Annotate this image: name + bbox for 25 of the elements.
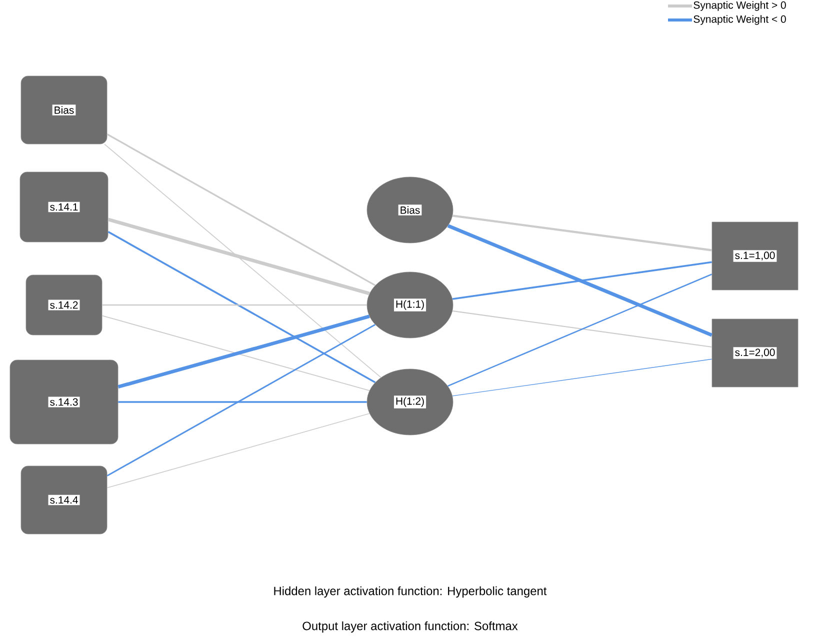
synapse-line [104,144,382,378]
output-neuron-box: s.1=2,00 [712,318,798,388]
output-neuron-box: s.1=1,00 [712,222,798,290]
synapse-line [452,358,712,396]
caption-text: Hidden layer activation function: Hyperbolic tangent [274,586,547,598]
caption-text: Output layer activation function: Softmax [302,621,518,633]
input-neuron-box: s.14.2 [26,274,102,336]
synapse-line [452,261,712,300]
synapse-line [448,274,712,387]
synapse-line [102,304,367,306]
synapse-line [118,401,367,403]
legend-text: Synaptic Weight < 0 [694,15,786,25]
input-neuron-box: Bias [20,76,108,144]
synapse-line [108,218,370,296]
input-neuron-box: s.14.3 [10,360,118,444]
synapse-line [108,231,376,384]
synapse-line [106,324,376,476]
input-neuron-box: s.14.4 [20,466,108,534]
synapse-line [106,413,370,488]
input-neuron-box: s.14.1 [20,172,108,242]
legend-text: Synaptic Weight > 0 [694,1,786,11]
synapse-line [452,310,712,348]
synapse-line [106,134,376,286]
synapse-line [447,224,712,337]
synapse-line [452,214,712,252]
